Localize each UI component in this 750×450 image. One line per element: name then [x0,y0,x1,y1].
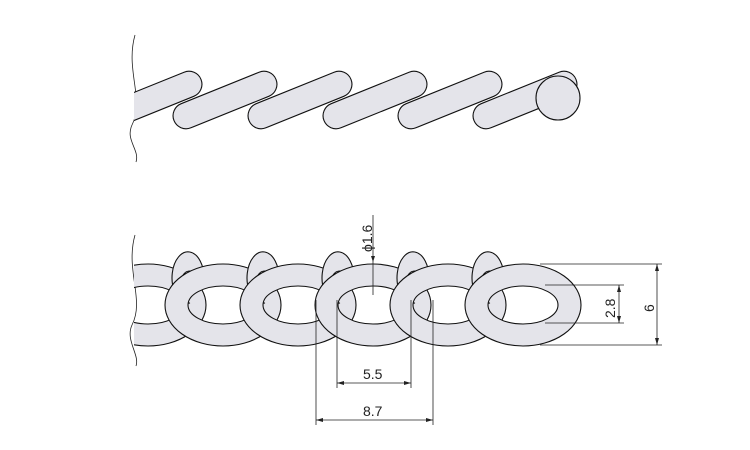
chain-link-side [247,70,353,130]
chain-link-side [134,70,203,130]
label-outer-length: 8.7 [363,403,383,419]
chain-link-side [172,70,278,130]
label-inner-pitch: 5.5 [363,366,383,382]
break-line-top [129,34,138,163]
dimension-inner-pitch: 5.5 [336,300,412,388]
chain-link [464,263,582,347]
dimension-outer-length: 8.7 [315,300,434,425]
chain-side-view [134,70,581,130]
label-wire-diameter: ϕ1.6 [359,224,375,252]
chain-end-link [535,75,581,121]
chain-link-side [397,70,503,130]
chain-link-side [322,70,428,130]
dimension-outer-width: 6 [540,263,662,346]
label-inner-width: 2.8 [602,298,618,318]
label-outer-width: 6 [641,304,657,312]
chain-front-view [134,251,582,347]
break-line-bottom [129,234,138,367]
dimension-wire-diameter: ϕ1.6 [359,215,375,295]
dimension-inner-width: 2.8 [545,284,624,324]
